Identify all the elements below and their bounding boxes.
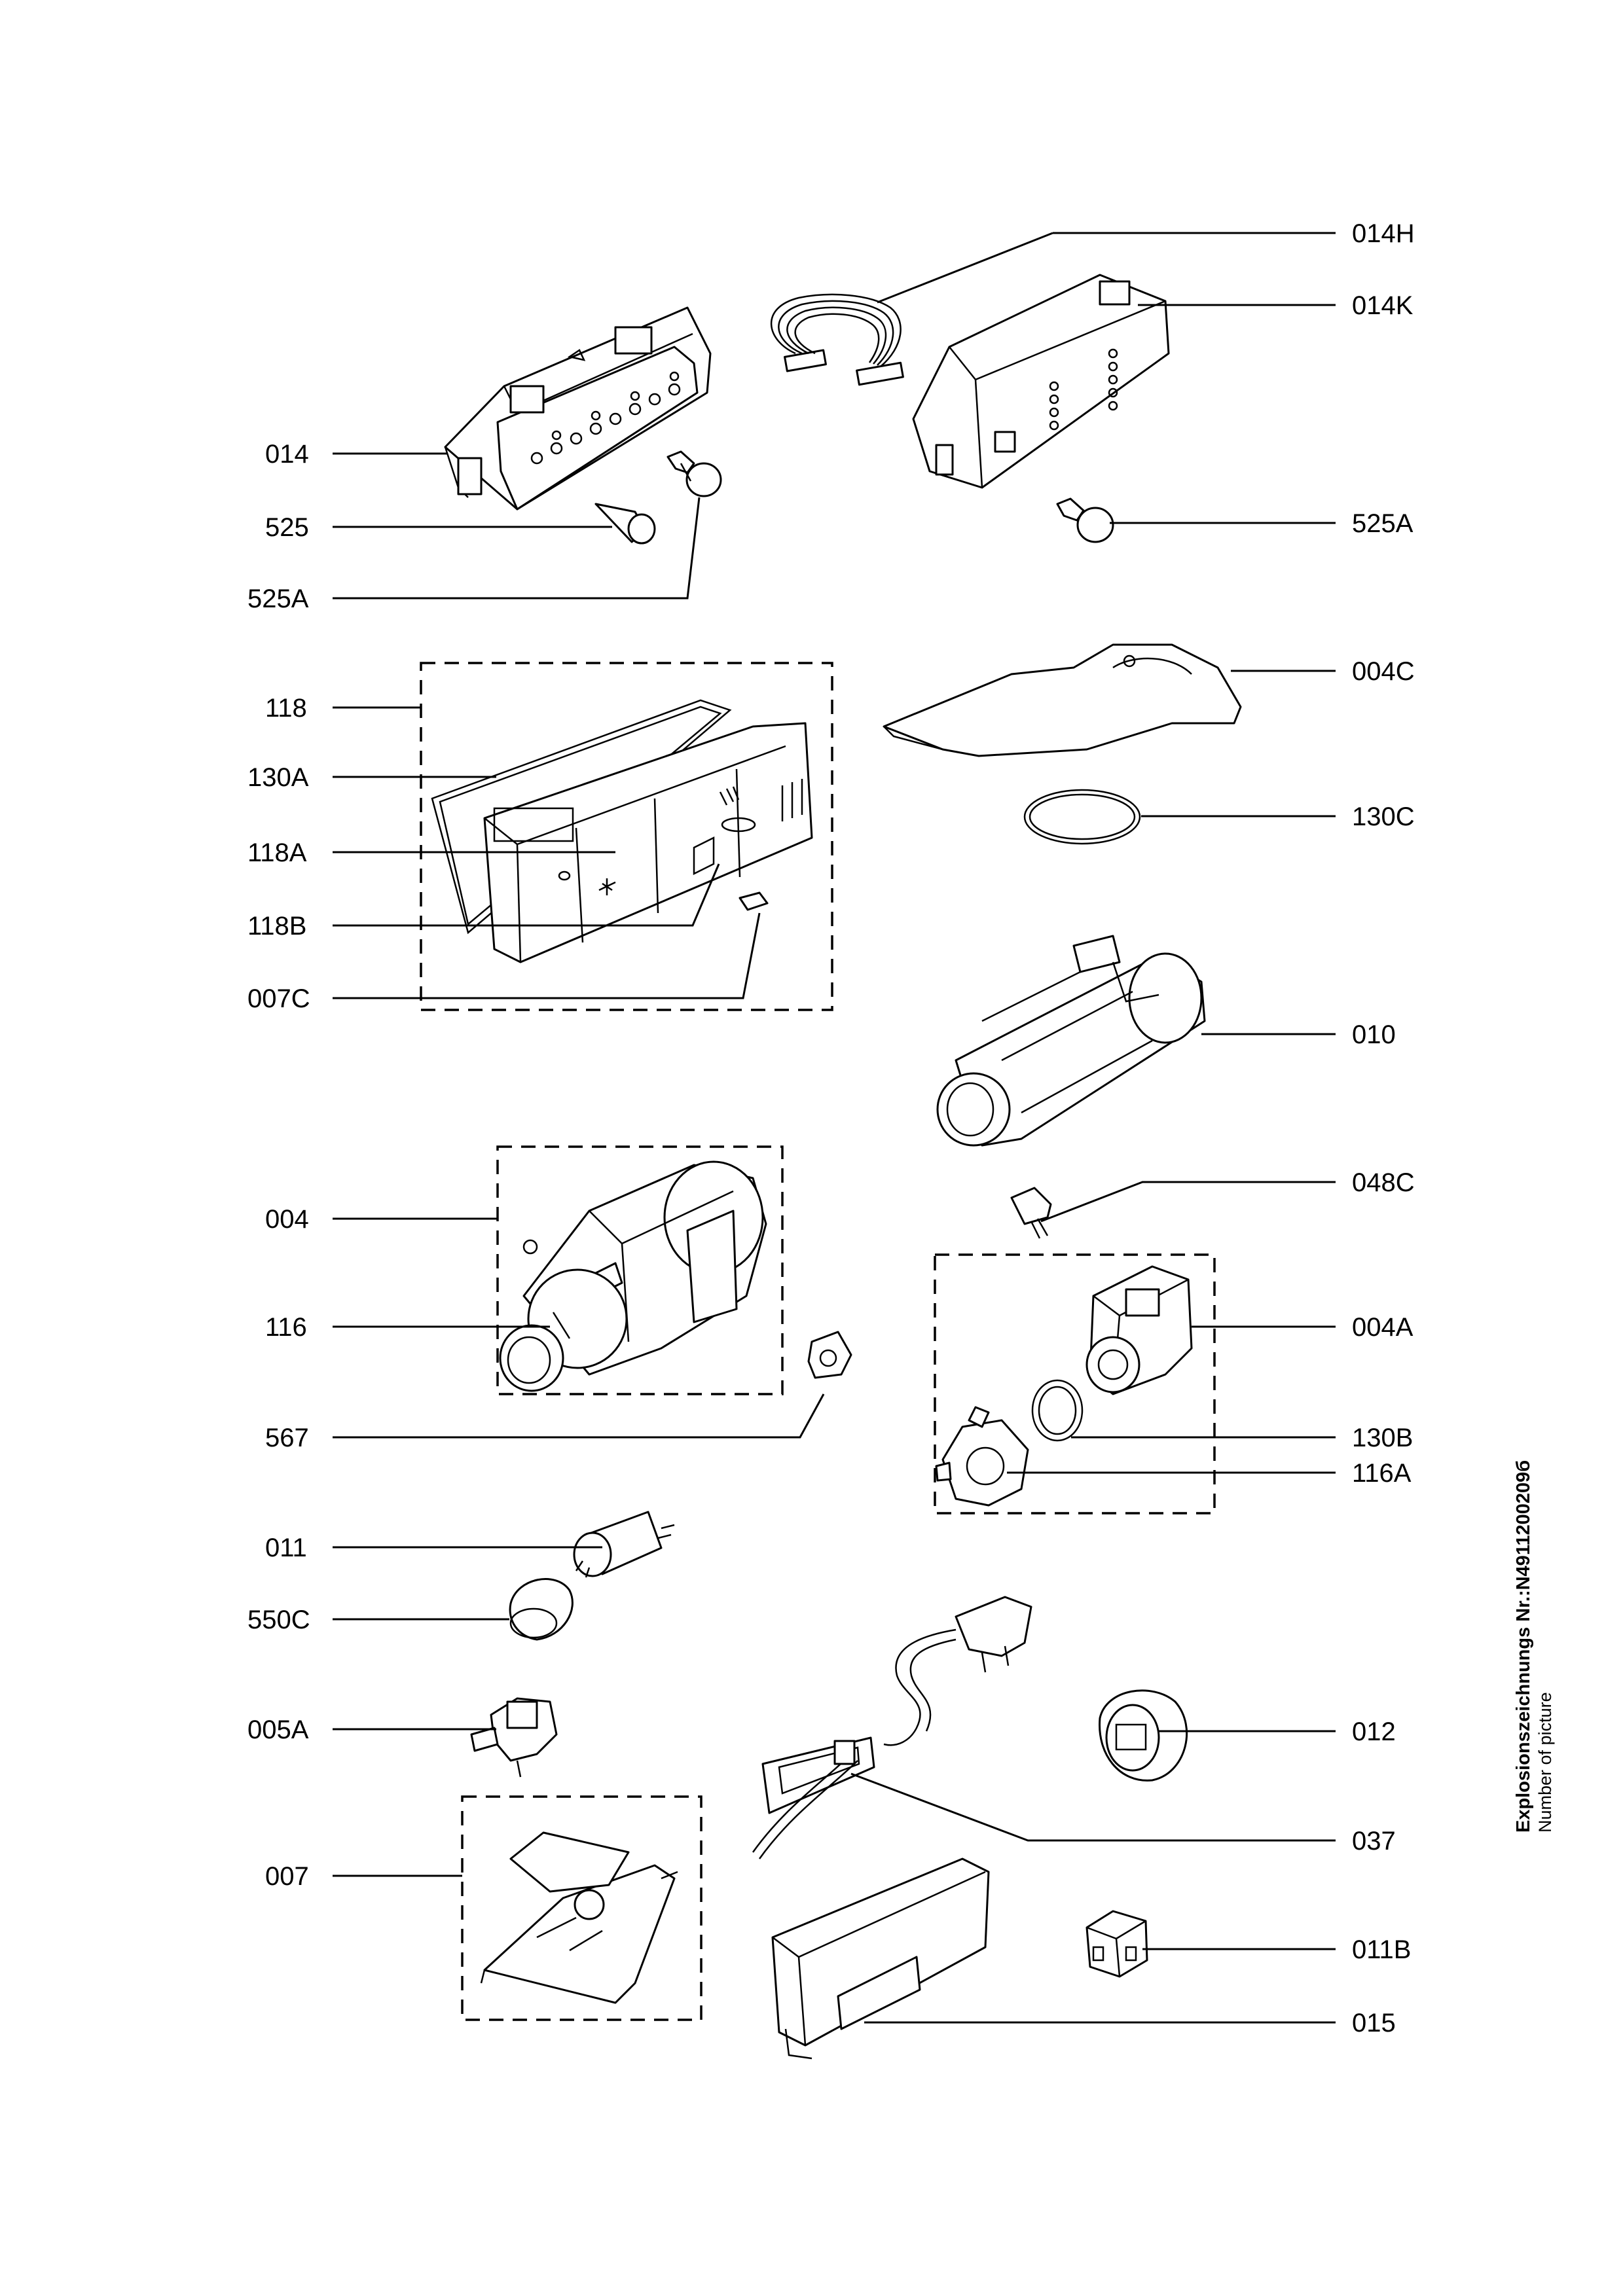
label-525: 525: [265, 513, 309, 542]
label-014K: 014K: [1352, 291, 1413, 320]
part-567-clip: [807, 1331, 852, 1379]
group-box-007: [461, 1795, 702, 2021]
label-004C: 004C: [1352, 657, 1415, 686]
part-037-power-cable: [752, 1596, 1032, 1859]
leader-525A-left: [333, 497, 701, 600]
label-007C: 007C: [247, 984, 310, 1013]
label-130A: 130A: [247, 763, 309, 792]
part-014-electronic-module: [444, 306, 712, 511]
part-525-knob: [594, 503, 656, 545]
label-037: 037: [1352, 1827, 1396, 1856]
leader-048C: [1040, 1181, 1336, 1223]
part-004C-cover: [883, 643, 1242, 757]
group-box-004: [496, 1145, 784, 1395]
014-button-row: [530, 371, 681, 465]
part-015-module: [771, 1857, 990, 2060]
leader-014H-diag: [877, 232, 1053, 304]
part-004A-drain-pump: [1085, 1265, 1193, 1395]
label-118B: 118B: [247, 912, 306, 941]
label-116: 116: [265, 1313, 307, 1342]
part-550C-cap: [509, 1578, 574, 1641]
label-011: 011: [265, 1534, 307, 1562]
part-118-detergent-dispenser: [483, 722, 813, 963]
label-118: 118: [265, 694, 307, 723]
part-010-heater: [936, 935, 1206, 1147]
label-525A-left: 525A: [247, 584, 309, 613]
label-015: 015: [1352, 2009, 1396, 2037]
label-118A: 118A: [247, 838, 307, 867]
label-005A: 005A: [247, 1715, 309, 1744]
label-130C: 130C: [1352, 802, 1415, 831]
drawing-number-subtitle: Number of picture: [1535, 1692, 1555, 1833]
label-011B: 011B: [1352, 1935, 1411, 1964]
part-007-spray-arm: [480, 1831, 678, 2004]
label-116A: 116A: [1352, 1459, 1412, 1488]
label-012: 012: [1352, 1717, 1396, 1746]
drawing-number-caption: Explosionszeichnungs Nr.:N4911200209б Nu…: [1512, 1440, 1578, 1833]
label-004A: 004A: [1352, 1313, 1413, 1342]
part-014K-electronic-module: [912, 274, 1170, 489]
part-007C-clip: [739, 891, 769, 911]
label-048C: 048C: [1352, 1168, 1415, 1197]
part-130B-ring: [1031, 1379, 1084, 1442]
part-130C-ring: [1023, 789, 1141, 845]
group-box-004A: [934, 1253, 1216, 1515]
label-014: 014: [265, 440, 309, 469]
label-567: 567: [265, 1424, 309, 1452]
part-525A-pin-right: [1056, 497, 1114, 543]
label-130B: 130B: [1352, 1424, 1413, 1452]
label-010: 010: [1352, 1020, 1396, 1049]
part-011-component: [573, 1511, 675, 1578]
label-525A-right: 525A: [1352, 509, 1413, 538]
leader-118B: [333, 863, 720, 927]
part-130A-gasket: [431, 699, 732, 935]
part-011B-relay: [1085, 1910, 1148, 1978]
leader-037: [850, 1772, 1336, 1842]
part-048C-sensor: [1010, 1187, 1052, 1239]
part-116A-housing: [935, 1406, 1029, 1507]
part-012-pressure-switch: [1099, 1689, 1188, 1782]
part-014H-wire-harness: [770, 293, 904, 386]
part-005A-valve: [470, 1697, 558, 1778]
leader-007C: [333, 912, 761, 999]
label-550C: 550C: [247, 1605, 310, 1634]
label-004: 004: [265, 1205, 309, 1234]
drawing-number-title: Explosionszeichnungs Nr.:N4911200209б: [1513, 1460, 1534, 1833]
label-014H: 014H: [1352, 219, 1415, 248]
label-007: 007: [265, 1862, 309, 1891]
part-525A-pin-left: [666, 450, 722, 497]
leader-567: [333, 1393, 825, 1439]
part-116-pump-housing: [499, 1268, 628, 1392]
014K-button-columns: [1049, 348, 1118, 431]
